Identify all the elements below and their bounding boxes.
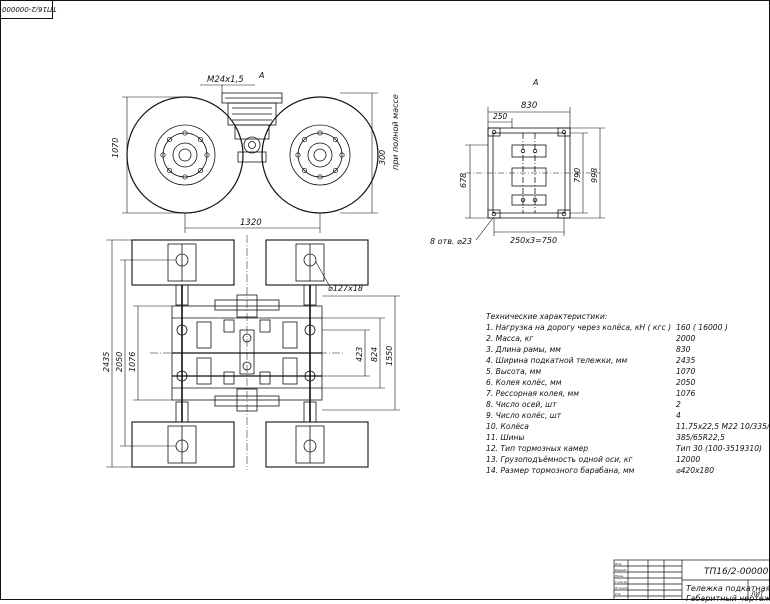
specs-title-text: Технические характеристики: — [486, 312, 608, 321]
holes-label: 8 отв. ⌀23 — [430, 237, 472, 246]
title-block-row-label: Т.контр. — [615, 580, 629, 584]
spec-value: 12000 — [676, 455, 701, 464]
plan-wheel-bottom-right — [265, 421, 369, 468]
spec-label: 12. Тип тормозных камер — [486, 444, 589, 453]
bolt-label: ⌀127х18 — [328, 284, 363, 293]
view-a-label: А — [532, 78, 538, 87]
title-block-name: Тележка подкатная Габаритный чертеж — [686, 584, 770, 604]
end-height-right-label: 998 — [590, 168, 599, 183]
right-wheel — [261, 96, 379, 214]
spec-value: 4 — [676, 411, 681, 420]
plan-wheel-top-right — [265, 239, 369, 286]
plan-track-springs-label: 1076 — [128, 352, 137, 372]
end-height-mid-label: 790 — [573, 168, 582, 183]
spec-label: 4. Ширина подкатной тележки, мм — [486, 356, 628, 365]
plan-overall-label: 2435 — [102, 352, 111, 372]
plan-wheel-bottom-left — [131, 421, 235, 468]
spec-value: 2050 — [676, 378, 696, 387]
end-height-left-label: 678 — [459, 173, 468, 188]
dim-824-label: 824 — [370, 347, 379, 362]
spec-value: 11.75х22,5 М22 10/335/281/ — [676, 422, 770, 431]
corner-code: ТП16/2-000000 — [2, 5, 57, 13]
spec-value: 830 — [676, 345, 691, 354]
deflection-dim-label: 300 — [378, 150, 387, 165]
spec-value: 160 ( 16000 ) — [676, 323, 728, 332]
spec-value: 1076 — [676, 389, 696, 398]
spec-row: 14. Размер тормозного барабана, мм ⌀420х1… — [486, 465, 770, 476]
spec-value: 2 — [676, 400, 681, 409]
spec-label: 2. Масса, кг — [486, 334, 534, 343]
spec-label: 1. Нагрузка на дорогу через колёса, кН (… — [486, 323, 672, 332]
title-block — [613, 559, 770, 600]
end-width-label: 830 — [521, 101, 537, 111]
spec-row: 9. Число колёс, шт 4 — [486, 410, 770, 421]
end-view-dims — [465, 107, 605, 241]
view-arrow-label: A — [258, 71, 264, 80]
wheelbase-dim-label: 1320 — [240, 218, 262, 228]
end-inner-label: 250 — [493, 112, 508, 121]
title-line-2: Габаритный чертеж — [686, 594, 770, 603]
spec-row: 7. Рессорная колея, мм 1076 — [486, 388, 770, 399]
spec-row: 4. Ширина подкатной тележки, мм 2435 — [486, 355, 770, 366]
spec-label: 3. Длина рамы, мм — [486, 345, 561, 354]
plan-view — [131, 235, 369, 470]
title-block-rows: Изм. Разраб. Пров. Т.контр. Н.контр. Утв… — [615, 561, 629, 597]
spec-label: 10. Колёса — [486, 422, 529, 431]
title-block-row-label: Разраб. — [615, 568, 627, 572]
dim-1550-label: 1550 — [385, 346, 394, 366]
specs-title: Технические характеристики: — [486, 311, 770, 322]
spec-row: 11. Шины 385/65R22,5 — [486, 432, 770, 443]
spec-row: 5. Высота, мм 1070 — [486, 366, 770, 377]
spec-value: 1070 — [676, 367, 696, 376]
title-block-sheet-label: ЛИТ — [751, 591, 764, 598]
spec-label: 9. Число колёс, шт — [486, 411, 562, 420]
spec-value: 2000 — [676, 334, 696, 343]
spec-row: 2. Масса, кг 2000 — [486, 333, 770, 344]
end-view — [465, 127, 600, 219]
side-view — [122, 84, 379, 233]
spec-value: Тип 30 (100-3519310) — [676, 444, 763, 453]
spec-label: 11. Шины — [486, 433, 525, 442]
title-block-row-label: Пров. — [615, 574, 624, 578]
spec-label: 13. Грузоподъёмность одной оси, кг — [486, 455, 633, 464]
central-bogie — [221, 92, 283, 163]
title-block-row-label: Н.контр. — [615, 586, 629, 590]
spec-label: 14. Размер тормозного барабана, мм — [486, 466, 635, 475]
plan-dims — [106, 239, 400, 468]
plan-wheel-top-left — [131, 239, 235, 286]
spec-label: 7. Рессорная колея, мм — [486, 389, 579, 398]
title-block-code: ТП16/2-00000 — [704, 567, 769, 577]
spec-row: 6. Колея колёс, мм 2050 — [486, 377, 770, 388]
deflection-note: при полной массе — [391, 94, 400, 170]
spec-row: 1. Нагрузка на дорогу через колёса, кН (… — [486, 322, 770, 333]
spec-value: ⌀420х180 — [676, 466, 715, 475]
title-block-row-label: Утв. — [615, 592, 622, 596]
spec-value: 2435 — [676, 356, 696, 365]
dim-423-label: 423 — [355, 347, 364, 362]
title-line-1: Тележка подкатная — [686, 584, 770, 593]
pitch-label: 250х3=750 — [510, 236, 557, 245]
left-wheel — [126, 96, 244, 214]
plan-track-wheels-label: 2050 — [115, 352, 124, 372]
side-dims — [122, 84, 378, 233]
thread-label: М24х1,5 — [207, 75, 244, 85]
spec-row: 12. Тип тормозных камер Тип 30 (100-35193… — [486, 443, 770, 454]
spec-value: 385/65R22,5 — [676, 433, 725, 442]
spec-row: 10. Колёса 11.75х22,5 М22 10/335/281/ — [486, 421, 770, 432]
spec-label: 6. Колея колёс, мм — [486, 378, 562, 387]
height-dim-label: 1070 — [111, 138, 120, 158]
title-block-row-label: Изм. — [615, 562, 623, 566]
spec-row: 3. Длина рамы, мм 830 — [486, 344, 770, 355]
spec-row: 13. Грузоподъёмность одной оси, кг 12000 — [486, 454, 770, 465]
spec-label: 8. Число осей, шт — [486, 400, 557, 409]
spec-row: 8. Число осей, шт 2 — [486, 399, 770, 410]
spec-label: 5. Высота, мм — [486, 367, 542, 376]
